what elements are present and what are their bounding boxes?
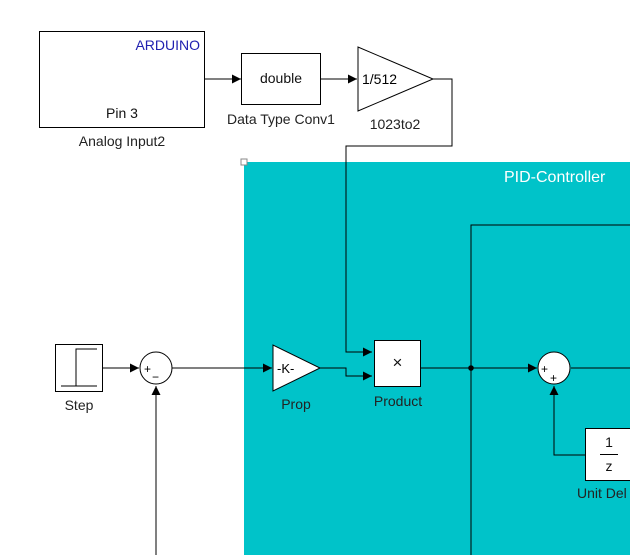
- convert-type-text: double: [259, 70, 303, 86]
- branch-point: [468, 365, 474, 371]
- prop-gain-value: -K-: [277, 361, 294, 376]
- unit-delay-block[interactable]: 1 z: [585, 428, 630, 481]
- unit-delay-name: Unit Del: [577, 485, 627, 501]
- gain-1023-label: 1023to2: [370, 116, 421, 132]
- unit-delay-fraction-bar: [600, 454, 618, 455]
- sum2-block[interactable]: [537, 351, 571, 385]
- arduino-block-name: Analog Input2: [78, 133, 166, 149]
- subsystem-title: PID-Controller: [504, 169, 606, 186]
- product-block[interactable]: ×: [374, 340, 421, 387]
- sum2-plus-left: +: [541, 362, 548, 376]
- product-symbol: ×: [392, 353, 403, 372]
- step-block[interactable]: [55, 344, 103, 392]
- sum1-block[interactable]: [139, 351, 173, 385]
- gain-1023-block[interactable]: [357, 46, 435, 112]
- sum2-plus-bottom: +: [550, 371, 557, 385]
- unit-delay-numerator: 1: [605, 434, 613, 450]
- convert-block-name: Data Type Conv1: [227, 111, 335, 127]
- sum1-minus-sign: −: [152, 370, 159, 384]
- pid-subsystem[interactable]: [244, 162, 630, 555]
- subsystem-resize-handle[interactable]: [240, 158, 248, 166]
- sum1-plus-sign: +: [144, 362, 151, 376]
- unit-delay-denominator: z: [605, 458, 613, 474]
- signal-delay-to-sum2[interactable]: [549, 386, 585, 456]
- gain-1023-value: 1/512: [362, 71, 397, 87]
- prop-gain-block[interactable]: [272, 344, 322, 392]
- product-block-name: Product: [373, 393, 423, 409]
- data-type-conversion-block[interactable]: double: [241, 53, 321, 105]
- signal-gain-to-product[interactable]: [345, 78, 453, 357]
- signal-prop-to-product[interactable]: [320, 367, 372, 381]
- arduino-brand-label: ARDUINO: [135, 37, 200, 53]
- arduino-analog-input-block[interactable]: ARDUINO Pin 3: [39, 31, 205, 128]
- step-block-name: Step: [64, 397, 94, 413]
- signal-branch-up[interactable]: [470, 224, 630, 555]
- prop-block-name: Prop: [281, 396, 311, 412]
- arduino-pin-label: Pin 3: [106, 105, 138, 121]
